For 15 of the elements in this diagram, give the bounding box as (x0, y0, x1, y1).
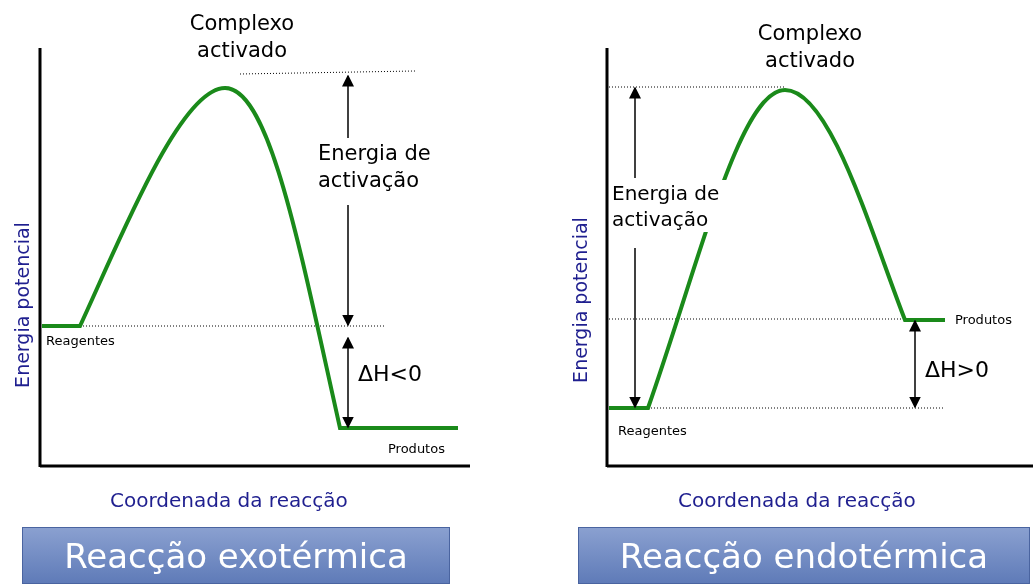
title-banner: Reacção exotérmica (22, 527, 450, 584)
annotation-label: Complexo activado (188, 10, 296, 65)
enthalpy-label: ΔH>0 (925, 356, 990, 384)
title-banner: Reacção endotérmica (578, 527, 1030, 584)
annotation-label: Energia de activação (318, 140, 432, 195)
level-label: Produtos (388, 441, 445, 458)
level-label: Reagentes (618, 423, 687, 440)
axis-title: Energia potencial (567, 217, 592, 383)
level-label: Produtos (955, 312, 1012, 329)
annotation-label: Complexo activado (756, 20, 864, 75)
axis-title: Coordenada da reacção (678, 487, 916, 513)
enthalpy-label: ΔH<0 (358, 360, 423, 388)
axis-title: Coordenada da reacção (110, 487, 348, 513)
axis-title: Energia potencial (9, 222, 34, 388)
level-label: Reagentes (46, 333, 115, 350)
